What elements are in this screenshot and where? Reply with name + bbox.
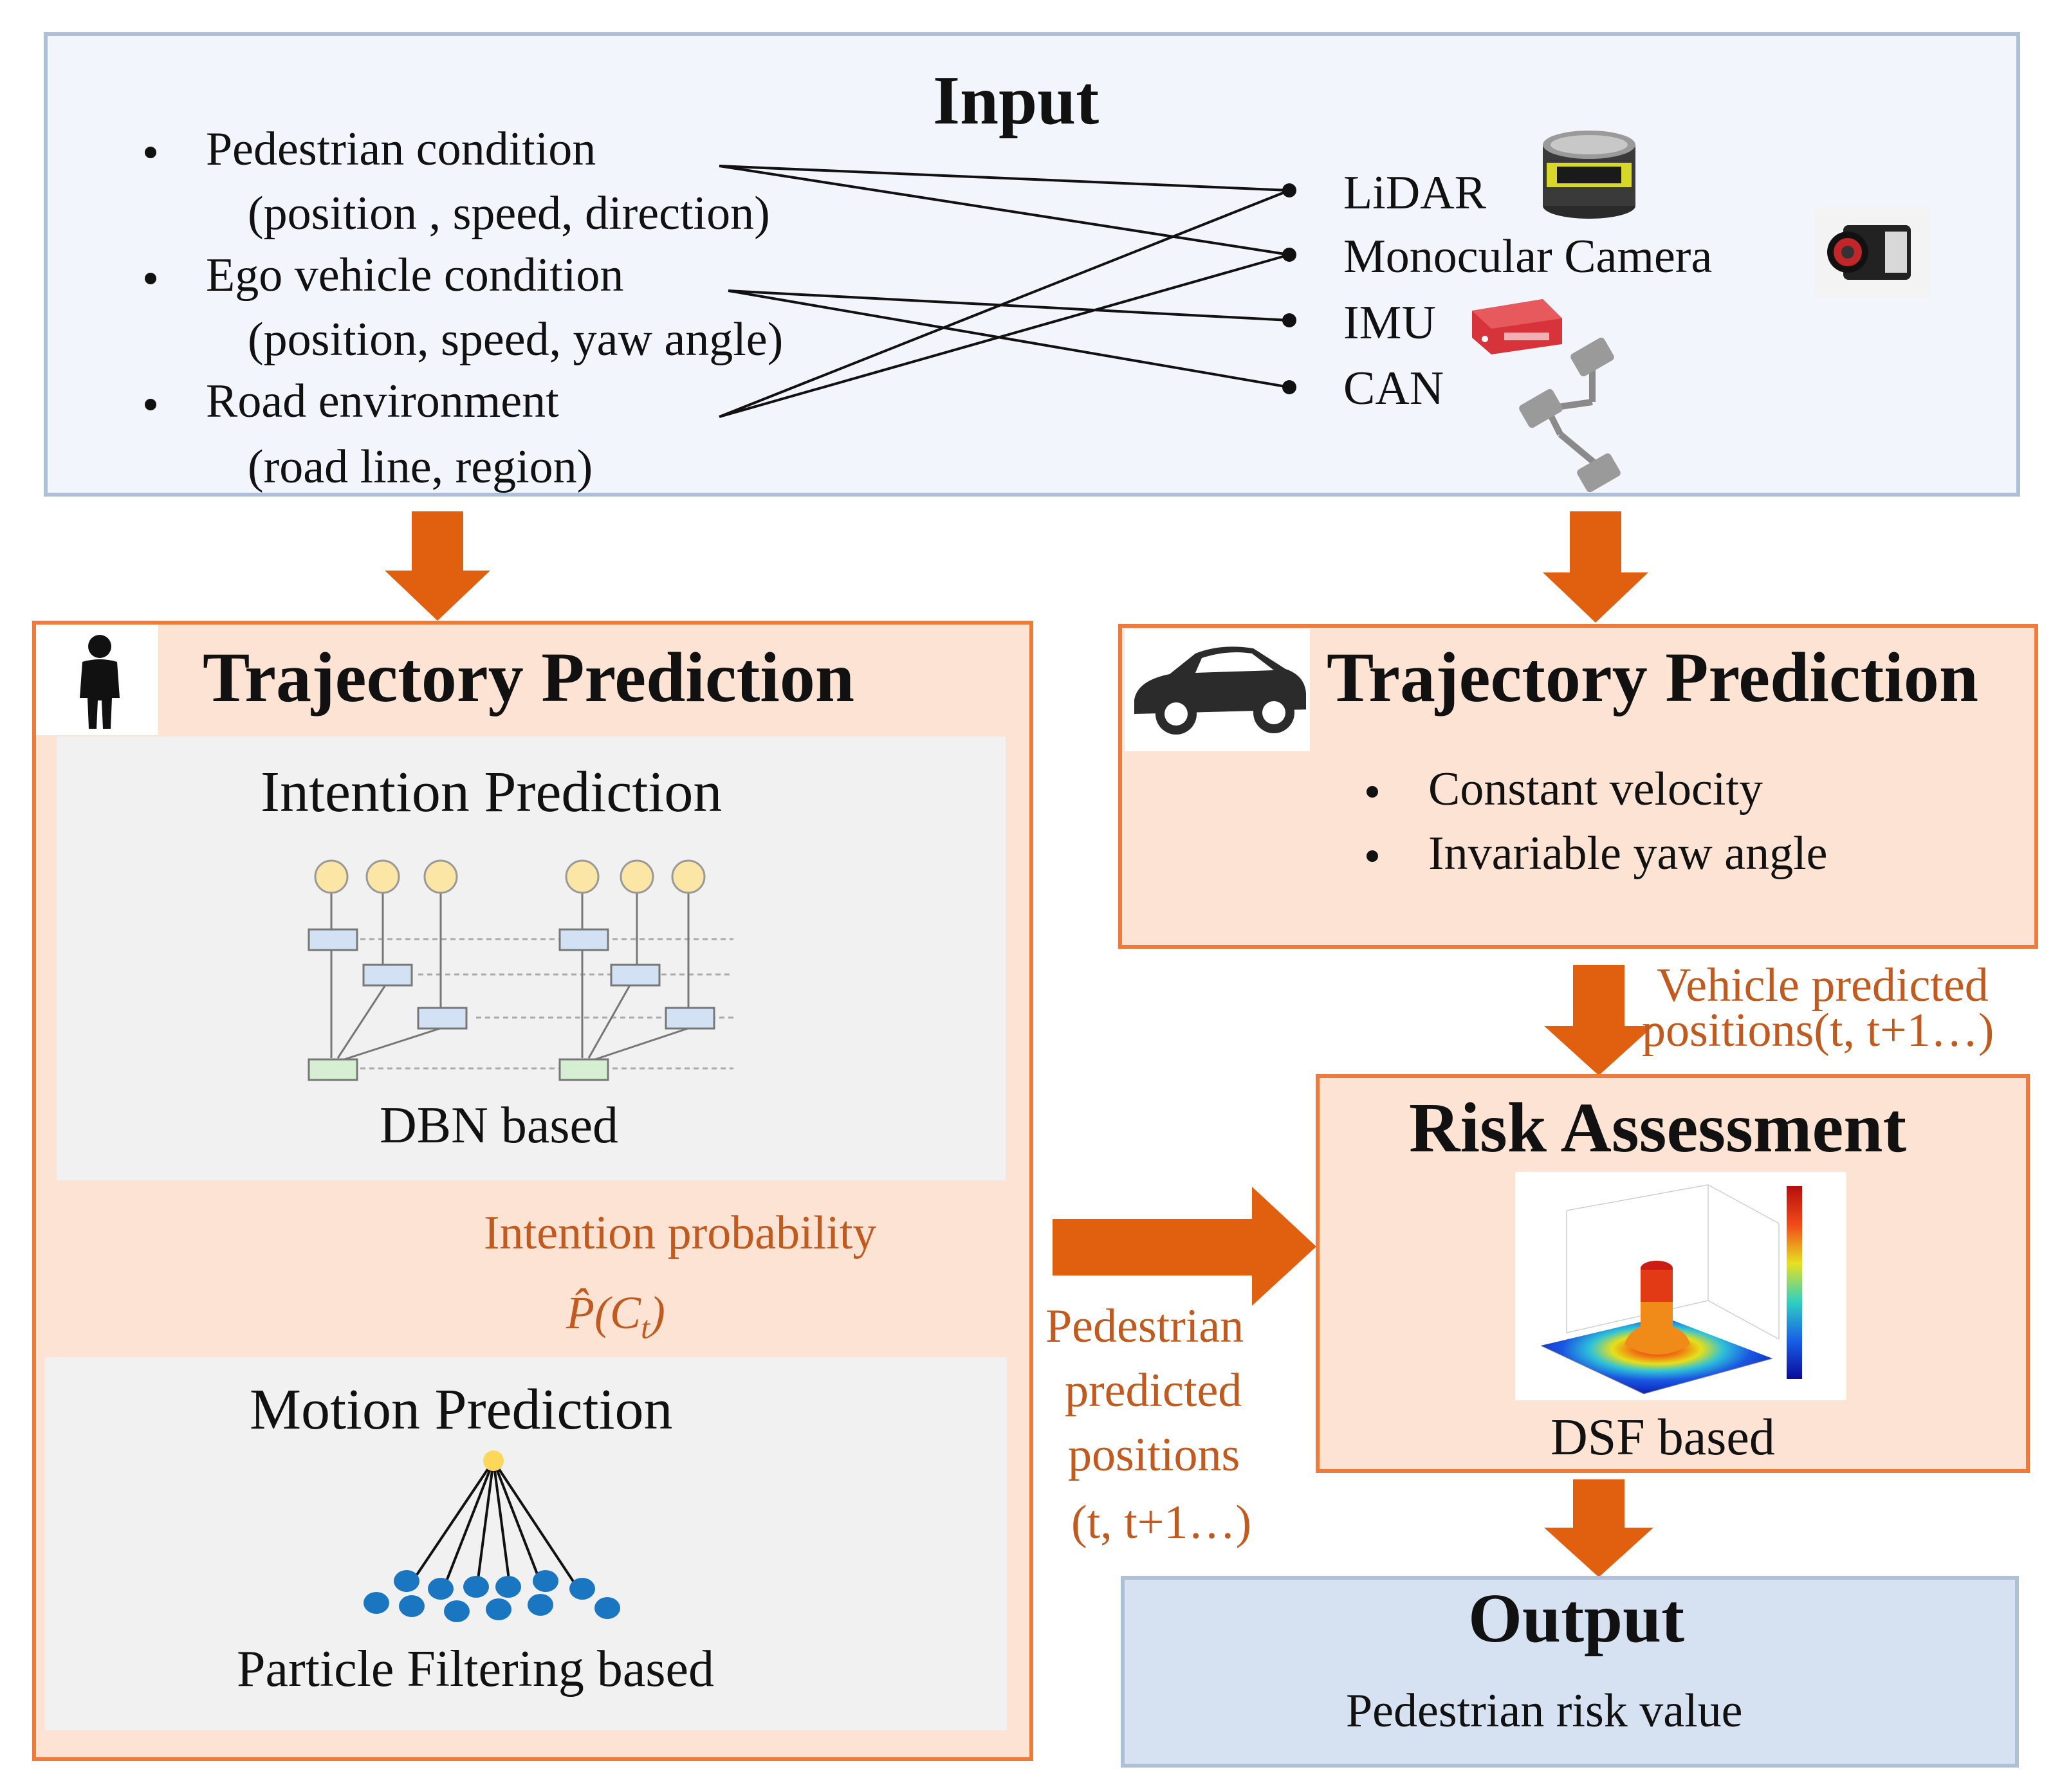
input-title: Input <box>933 62 1100 139</box>
input-item-pedestrian-detail: (position , speed, direction) <box>248 187 770 240</box>
sensor-imu: IMU <box>1343 297 1436 349</box>
vehicle-trajectory-title: Trajectory Prediction <box>1327 638 1979 717</box>
dbn-network-diagram <box>308 859 733 1081</box>
particle-filter-diagram <box>364 1450 620 1622</box>
pedestrian-trajectory-title: Trajectory Prediction <box>203 638 855 717</box>
car-icon <box>1125 629 1310 751</box>
intention-probability-label: Intention probability <box>484 1207 877 1259</box>
imu-icon <box>1472 299 1562 354</box>
can-connector-icon <box>1519 338 1621 492</box>
input-item-road-detail: (road line, region) <box>248 441 593 493</box>
input-item-ego-detail: (position, speed, yaw angle) <box>248 313 784 366</box>
input-item-ego: Ego vehicle condition <box>206 249 624 302</box>
dsf-risk-surface-plot <box>1515 1172 1846 1400</box>
bullet <box>1367 786 1378 798</box>
intention-prediction-panel <box>57 736 1006 1180</box>
input-panel <box>44 32 2020 497</box>
pedestrian-icon <box>80 635 120 729</box>
input-item-road: Road environment <box>206 375 559 428</box>
vehicle-item-velocity: Constant velocity <box>1428 763 1763 816</box>
output-title: Output <box>1468 1580 1685 1657</box>
vehicle-positions-label-2: positions(t, t+1…) <box>1642 1004 1994 1057</box>
bullet <box>145 273 156 284</box>
intention-probability-formula: P̂(Ct) <box>566 1287 665 1346</box>
vehicle-item-yaw: Invariable yaw angle <box>1428 827 1828 880</box>
intention-caption: DBN based <box>380 1097 619 1154</box>
bullet <box>145 399 156 410</box>
bullet <box>1367 850 1378 862</box>
intention-prediction-title: Intention Prediction <box>261 760 723 824</box>
risk-assessment-title: Risk Assessment <box>1409 1088 1907 1167</box>
pedestrian-positions-label-2: predicted <box>1065 1364 1242 1417</box>
input-connection-lines <box>719 165 1296 418</box>
input-item-pedestrian: Pedestrian condition <box>206 123 596 176</box>
bullet <box>145 147 156 158</box>
lidar-icon <box>1543 131 1635 219</box>
risk-caption: DSF based <box>1551 1409 1775 1466</box>
pedestrian-positions-label-3: positions <box>1068 1429 1240 1481</box>
pedestrian-positions-label-1: Pedestrian <box>1045 1300 1244 1353</box>
camera-icon <box>1814 207 1930 297</box>
pedestrian-positions-label-4: (t, t+1…) <box>1071 1496 1252 1549</box>
motion-prediction-title: Motion Prediction <box>250 1378 673 1441</box>
output-value: Pedestrian risk value <box>1346 1685 1743 1737</box>
motion-caption: Particle Filtering based <box>237 1641 715 1697</box>
sensor-camera: Monocular Camera <box>1343 230 1713 283</box>
sensor-can: CAN <box>1343 362 1444 415</box>
output-panel <box>1121 1576 2019 1768</box>
vehicle-positions-label-1: Vehicle predicted <box>1657 959 1989 1012</box>
sensor-lidar: LiDAR <box>1343 167 1486 219</box>
